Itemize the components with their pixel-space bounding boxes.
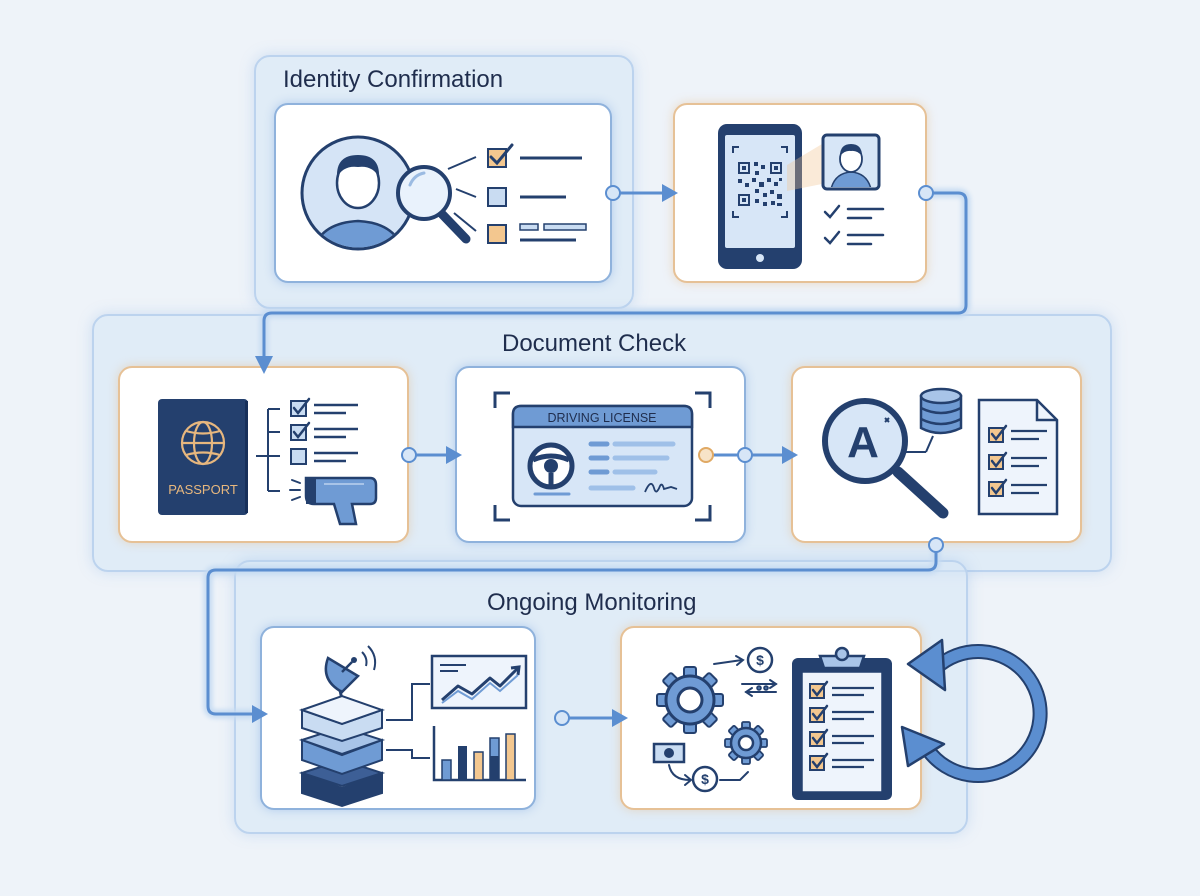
document-checklist-icon (977, 398, 1059, 516)
stage-title-document: Document Check (502, 330, 687, 357)
card-driving-license: DRIVING LICENSE (455, 366, 746, 543)
signature-icon (644, 482, 678, 493)
scan-frame (493, 391, 712, 522)
stage-title-monitoring: Ongoing Monitoring (487, 589, 697, 616)
checklist-icon (256, 397, 358, 492)
passport-icon: PASSPORT (158, 399, 248, 515)
satellite-dish-icon (324, 645, 377, 701)
svg-text:A: A (847, 418, 879, 467)
profile-photo-icon (821, 133, 881, 191)
line-chart-icon (430, 654, 528, 710)
banknote-icon (652, 742, 686, 764)
stage-title-identity: Identity Confirmation (283, 66, 504, 93)
clipboard-checklist-icon (792, 646, 892, 800)
driving-license-card-icon: DRIVING LICENSE (511, 404, 694, 508)
connectors (386, 683, 430, 759)
globe-icon (180, 420, 226, 466)
svg-text:$: $ (756, 652, 764, 668)
passport-label: PASSPORT (168, 482, 238, 497)
card-user-verification (274, 103, 612, 283)
card-data-monitoring (260, 626, 536, 810)
magnifier-icon (396, 165, 471, 244)
smartphone-qr-icon (718, 124, 827, 269)
gear-icon (656, 666, 724, 734)
card-passport-scan: PASSPORT (118, 366, 409, 543)
server-stack-icon (298, 694, 386, 808)
svg-text:$: $ (701, 771, 709, 787)
card-mobile-verification (673, 103, 927, 283)
database-icon (919, 387, 963, 435)
ocr-magnifier-icon: A (822, 398, 949, 519)
bar-chart-icon (432, 726, 526, 782)
barcode-scanner-icon (289, 476, 378, 526)
license-title: DRIVING LICENSE (547, 411, 656, 425)
gear-small-icon (724, 721, 768, 765)
card-ocr-data-check: A (791, 366, 1082, 543)
verification-checks (823, 204, 885, 246)
card-compliance-automation: $ $ (620, 626, 922, 810)
steering-wheel-icon (527, 442, 575, 490)
checklist-icon (447, 143, 587, 244)
